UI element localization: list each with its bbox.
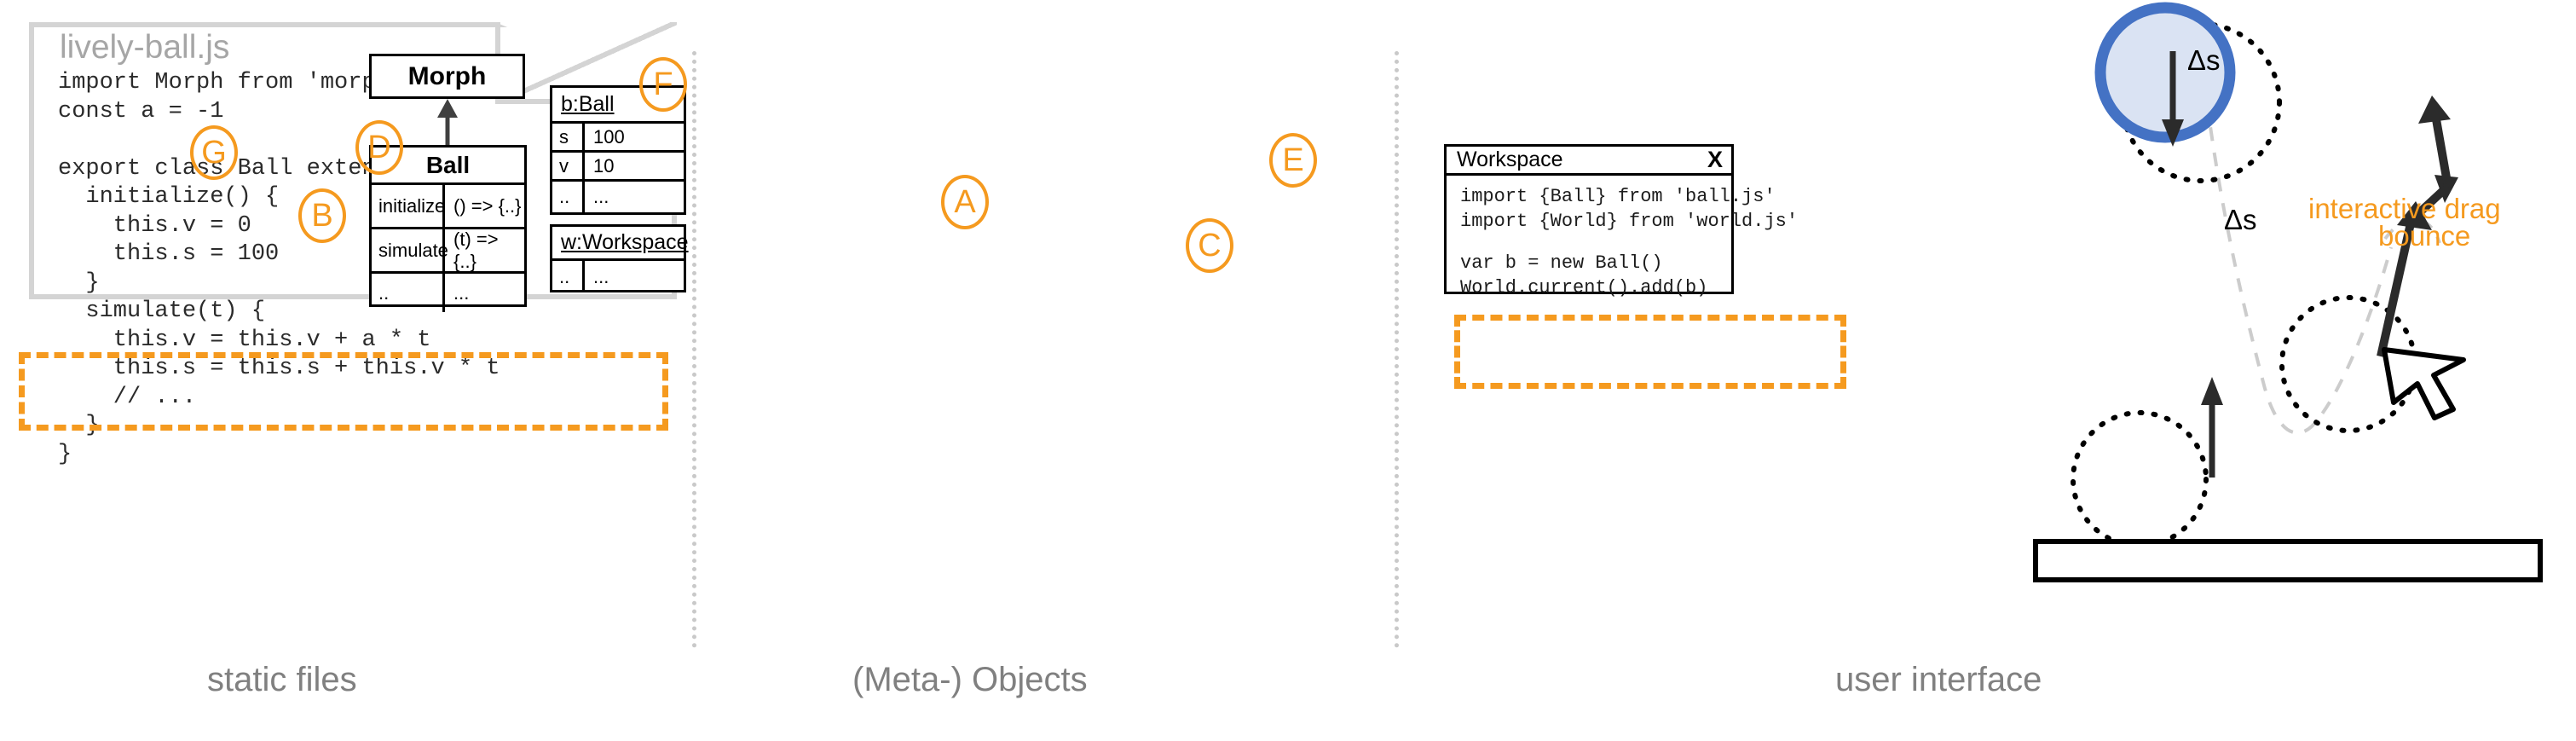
cell-key: simulate <box>372 229 448 271</box>
workspace-highlighted-code[interactable]: var b = new Ball() World.current().add(b… <box>1460 252 1708 298</box>
uml-instance-workspace-name: w:Workspace <box>552 227 689 261</box>
cell-value: ... <box>453 281 470 304</box>
ground-bar <box>2033 539 2543 582</box>
uml-class-morph-name: Morph <box>407 61 487 90</box>
cursor-icon <box>2382 347 2466 420</box>
cell-key: v <box>552 153 585 179</box>
marker-d: D <box>355 120 403 175</box>
table-row: s 100 <box>552 124 684 153</box>
delta-s-label-bottom: Δs <box>2224 204 2257 235</box>
close-icon[interactable]: X <box>1707 147 1723 172</box>
inheritance-arrow-icon <box>437 99 458 148</box>
workspace-titlebar[interactable]: Workspace X <box>1447 147 1731 176</box>
uml-instance-workspace: w:Workspace .. ... <box>550 224 689 292</box>
cell-key: .. <box>552 182 585 212</box>
table-row: .. ... <box>372 274 524 312</box>
trajectory-arc-secondary <box>2383 217 2441 244</box>
table-row: v 10 <box>552 153 684 182</box>
bounce-label: bounce <box>2378 220 2471 252</box>
column-separator-2 <box>1395 51 1399 648</box>
marker-g: G <box>190 125 238 180</box>
cell-value: ... <box>593 265 609 287</box>
ball-current <box>2094 2 2236 143</box>
interactive-drag-label: interactive drag <box>2308 193 2501 224</box>
caption-static-files: static files <box>207 661 357 698</box>
uml-instance-ball-name: b:Ball <box>552 88 684 124</box>
trajectory-path <box>2199 50 2393 435</box>
file-name-label: lively-ball.js <box>60 29 230 66</box>
marker-a: A <box>941 175 989 229</box>
cell-key: .. <box>372 274 445 312</box>
drag-arrow-icon <box>2377 96 2458 358</box>
cell-value: ... <box>593 186 609 207</box>
cell-value: (t) => {..} <box>453 228 499 272</box>
cell-key: .. <box>552 261 585 292</box>
uml-class-ball-name: Ball <box>372 148 524 185</box>
highlight-box-workspace-code <box>1454 315 1846 389</box>
cell-key: s <box>552 124 585 150</box>
uml-class-ball: Ball initialize () => {..} simulate (t) … <box>369 145 527 312</box>
column-separator-1 <box>692 51 696 648</box>
cell-value: 100 <box>593 125 625 148</box>
table-row: simulate (t) => {..} <box>372 229 524 274</box>
delta-s-label-top: Δs <box>2187 44 2221 76</box>
marker-f: F <box>639 57 687 112</box>
uml-instance-ball: b:Ball s 100 v 10 .. ... <box>550 85 686 215</box>
highlight-box-simulate <box>19 352 668 431</box>
table-row: .. ... <box>552 182 684 212</box>
marker-e: E <box>1269 133 1317 188</box>
cell-key: initialize <box>372 185 445 227</box>
uml-instance-ball-label: b:Ball <box>561 92 615 116</box>
table-row: initialize () => {..} <box>372 185 524 229</box>
delta-s-arrow-down <box>2162 51 2184 147</box>
ball-simulation-scene <box>2033 2 2543 582</box>
caption-meta-objects: (Meta-) Objects <box>852 661 1088 698</box>
cell-value: 10 <box>593 154 615 177</box>
workspace-title: Workspace <box>1457 148 1563 171</box>
marker-b: B <box>298 188 346 243</box>
delta-s-arrow-up <box>2201 377 2223 478</box>
workspace-window[interactable]: Workspace X import {Ball} from 'ball.js'… <box>1444 144 1798 298</box>
caption-user-interface: user interface <box>1835 661 2042 698</box>
marker-c: C <box>1186 218 1233 273</box>
cell-value: () => {..} <box>453 194 522 217</box>
ghost-ball-bounce <box>2071 410 2209 548</box>
uml-instance-workspace-label: w:Workspace <box>561 230 689 254</box>
table-row: .. ... <box>552 261 684 292</box>
uml-class-morph: Morph <box>369 54 525 99</box>
workspace-import-code[interactable]: import {Ball} from 'ball.js' import {Wor… <box>1460 186 1799 232</box>
